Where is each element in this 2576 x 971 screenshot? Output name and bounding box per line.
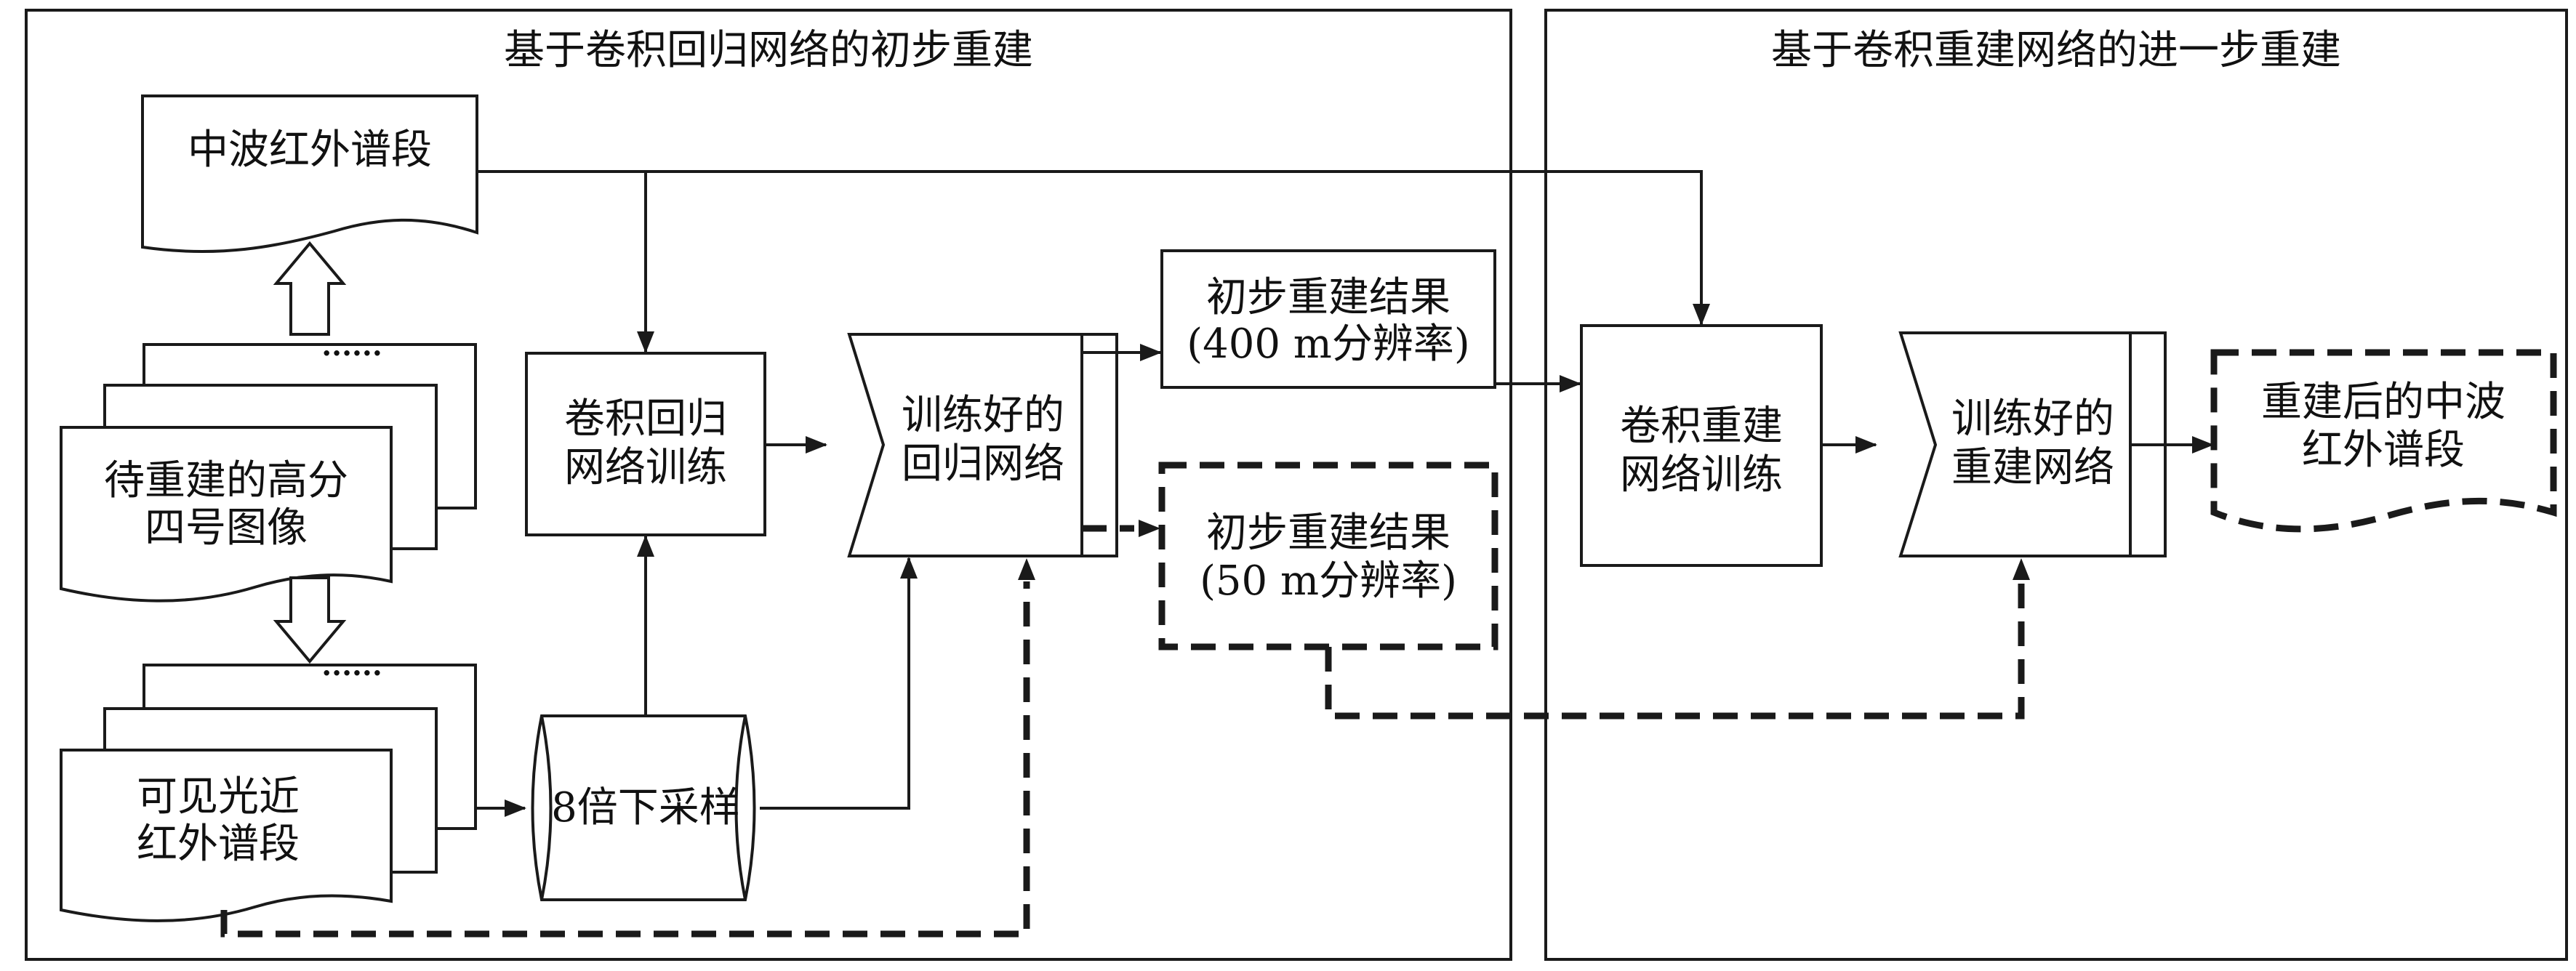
result-50m-label-line2: (50 m分辨率) (1200, 557, 1457, 605)
result-400m-label-line1: 初步重建结果 (1206, 274, 1450, 321)
gf4-image-label-line2: 四号图像 (145, 504, 308, 552)
result-50m-box (1158, 462, 1498, 650)
gf4-image-document (60, 426, 393, 603)
trained-regression-label-line1: 训练好的 (902, 392, 1064, 439)
vnir-band-label-line2: 红外谱段 (137, 821, 300, 868)
dashed-arrowheads (1018, 520, 2030, 580)
hollow-up-arrow (273, 241, 347, 336)
result-50m-label-line1: 初步重建结果 (1206, 509, 1450, 557)
dashed-vnir-to-trained-regression (220, 581, 1030, 938)
reconstruction-training-box (1580, 324, 1823, 567)
trained-reconstruction-shape (1898, 331, 2167, 557)
trained-regression-shape (847, 333, 1118, 557)
trained-reconstruction-label-line1: 训练好的 (1951, 395, 2114, 443)
reconstruction-training-label-line2: 网络训练 (1620, 451, 1783, 499)
mwir-band-label: 中波红外谱段 (188, 126, 432, 174)
reconstruction-training-label-line1: 卷积重建 (1620, 403, 1783, 450)
final-mwir-label-line1: 重建后的中波 (2261, 379, 2505, 426)
dashed-arrowhead-50m (1139, 520, 1160, 537)
dashed-arrowhead-trained-reconstruction (2013, 558, 2030, 580)
dashed-arrowhead-trained-regression (1018, 558, 1035, 580)
stack-ellipsis-top: ······ (321, 337, 382, 371)
mwir-band-document (141, 94, 478, 254)
downsample-cylinder (531, 714, 756, 901)
right-panel-title: 基于卷积重建网络的进一步重建 (1771, 27, 2341, 74)
result-400m-label-line2: (400 m分辨率) (1187, 321, 1469, 368)
solid-connectors (476, 170, 2214, 817)
arrow-mwir-to-reconstruction-training (477, 170, 1710, 326)
final-mwir-label-line2: 红外谱段 (2302, 427, 2465, 474)
right-panel (1544, 9, 2568, 961)
downsample-label: 8倍下采样 (551, 784, 740, 831)
result-400m-box (1160, 249, 1496, 389)
vnir-band-document (60, 749, 393, 922)
vnir-band-label-line1: 可见光近 (137, 773, 300, 821)
hollow-down-arrow (273, 576, 347, 664)
arrow-downsample-to-trained-regression (760, 557, 918, 810)
regression-training-label-line1: 卷积回归 (564, 395, 727, 443)
left-panel (25, 9, 1512, 961)
regression-training-label-line2: 网络训练 (564, 444, 727, 491)
trained-reconstruction-label-line2: 重建网络 (1951, 444, 2114, 491)
final-mwir-document (2210, 349, 2557, 533)
left-panel-title: 基于卷积回归网络的初步重建 (504, 27, 1033, 74)
trained-regression-label-line2: 回归网络 (902, 440, 1064, 488)
dashed-connectors (220, 525, 2025, 938)
gf4-image-label-line1: 待重建的高分 (104, 457, 348, 504)
stack-ellipsis-bottom: ······ (321, 656, 382, 690)
